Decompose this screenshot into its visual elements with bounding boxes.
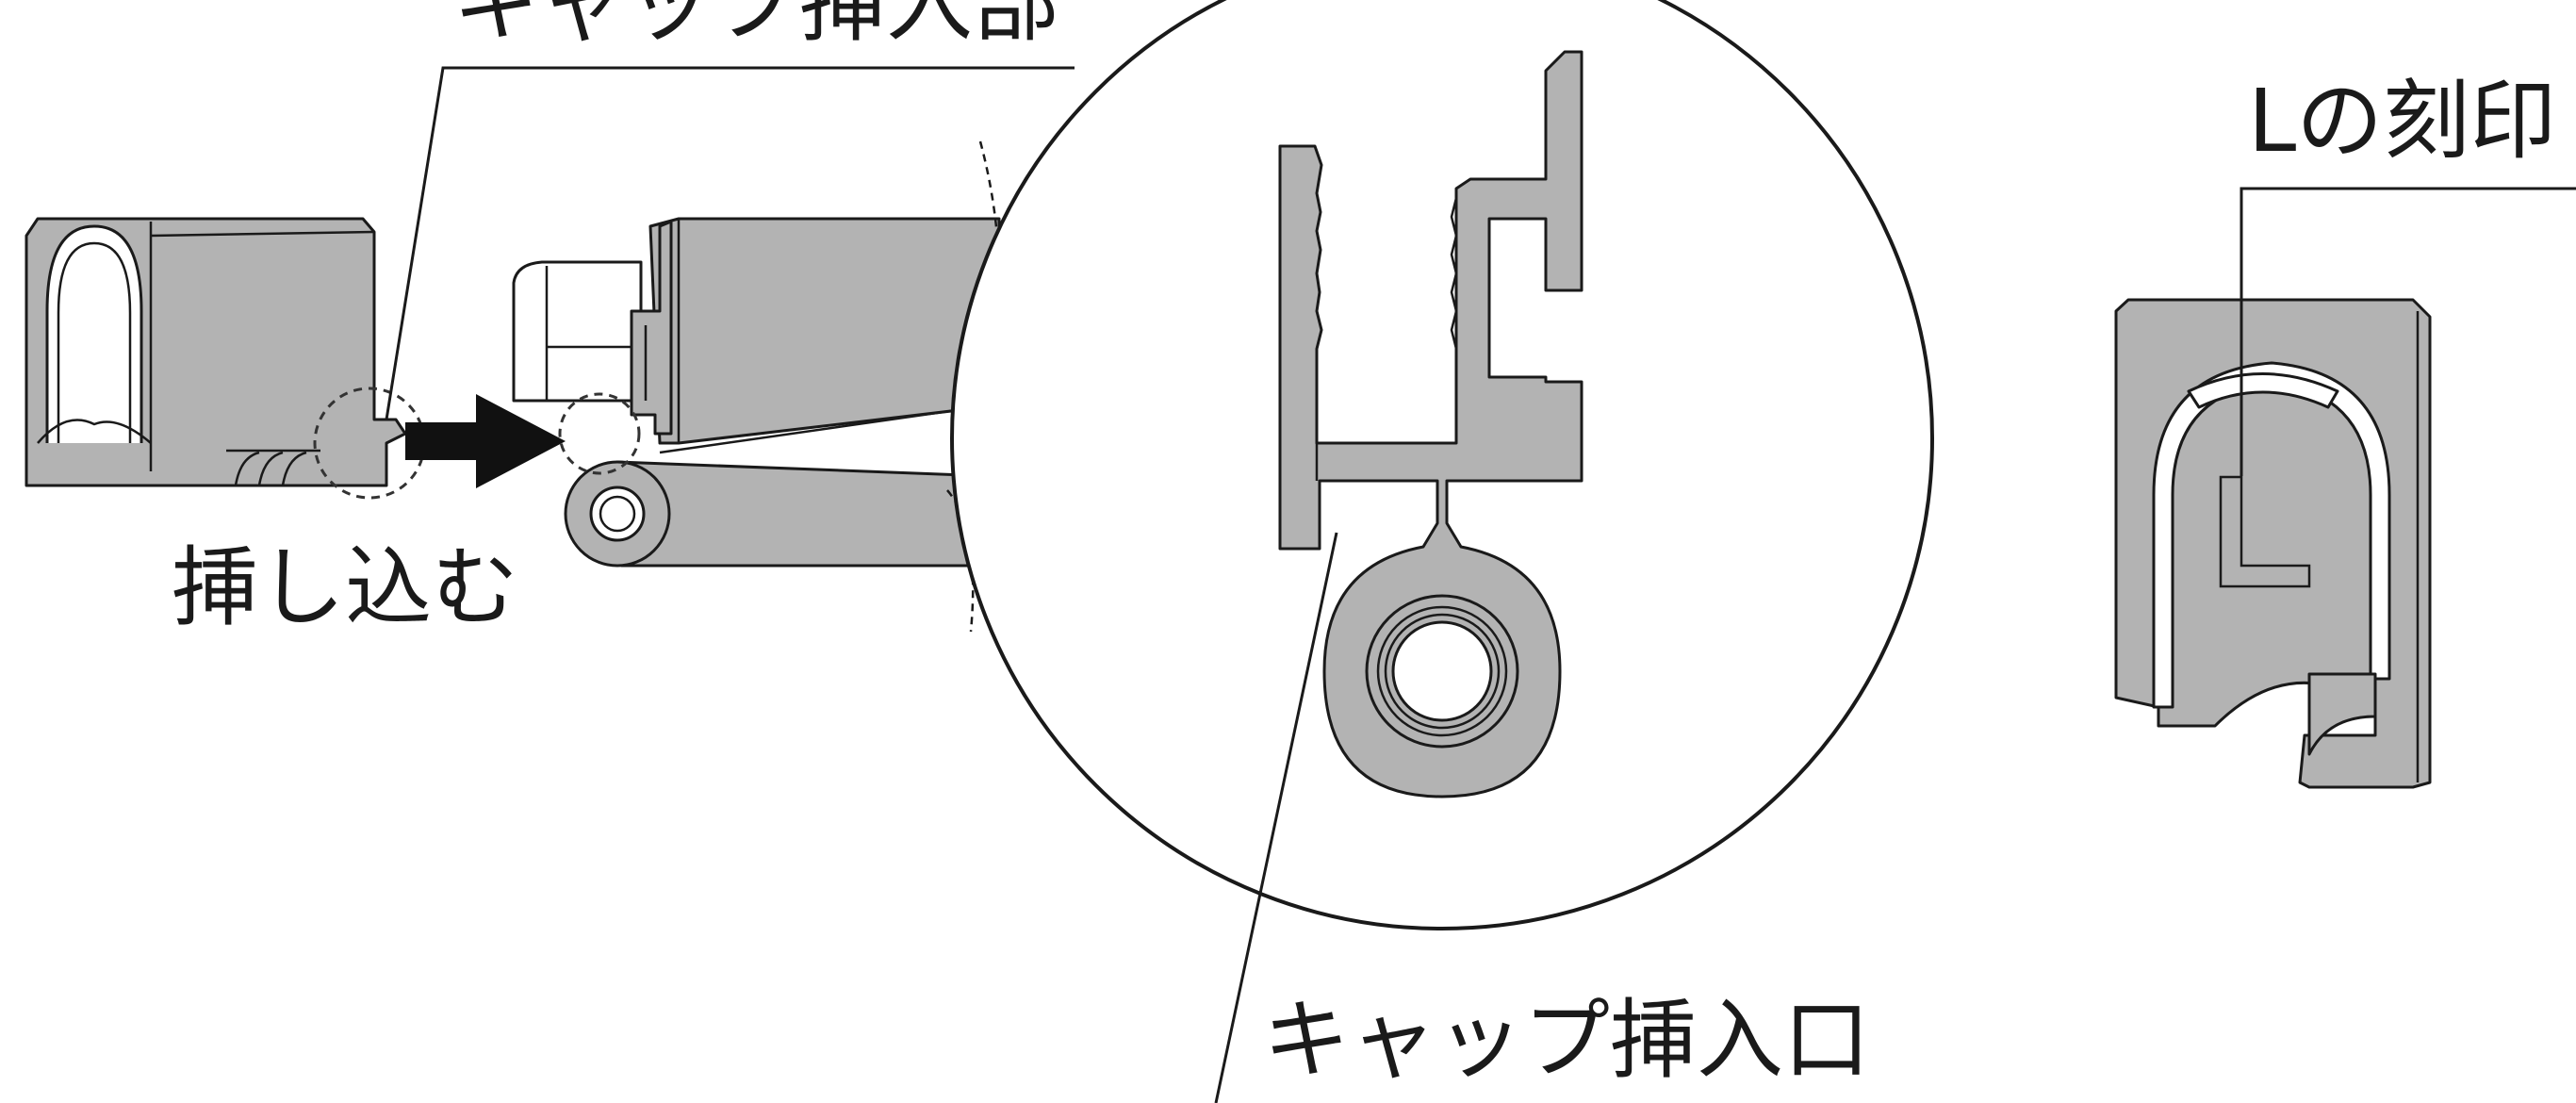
rail-cross-section-magnified xyxy=(1278,50,1583,798)
cap-insert-opening-leader xyxy=(1214,532,1338,1103)
end-cap-side-view xyxy=(25,217,407,487)
cap-insert-part-leader xyxy=(385,66,1075,420)
end-cap-front-view xyxy=(2114,298,2432,789)
l-stamp-leader xyxy=(2240,187,2576,476)
cap-insert-part-label: キャップ挿入部 xyxy=(452,0,1059,54)
push-in-label: 挿し込む xyxy=(172,537,518,638)
cap-insert-opening-label: キャップ挿入口 xyxy=(1263,990,1870,1091)
cut-line-upper xyxy=(978,140,1001,397)
l-stamp-label: Lの刻印 xyxy=(2248,71,2556,172)
rail-insert-detail-marker xyxy=(558,392,641,475)
insert-direction-arrow xyxy=(405,394,566,488)
rail-assembly-perspective xyxy=(512,217,1001,568)
